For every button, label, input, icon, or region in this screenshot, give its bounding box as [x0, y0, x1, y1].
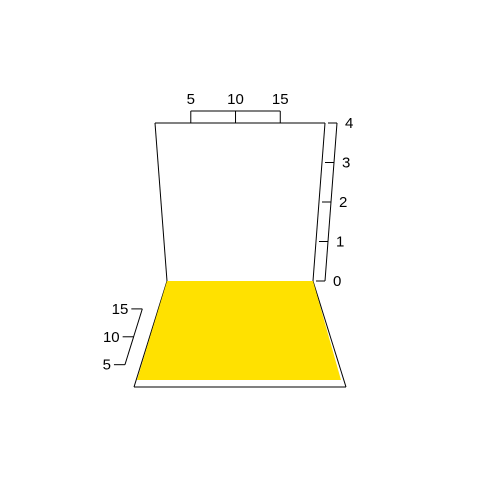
- y-tick-label: 10: [103, 329, 120, 346]
- x-tick-label: 5: [187, 91, 195, 108]
- box-frame: [133, 122, 347, 388]
- box-edge-floor-right: [312, 280, 347, 388]
- x-tick-label: 10: [227, 91, 244, 108]
- box-edge-back-right: [312, 122, 326, 282]
- x-tick-label: 15: [272, 91, 289, 108]
- x-axis: 5 10 15: [187, 91, 289, 123]
- y-axis: 5 10 15: [103, 301, 143, 374]
- y-tick-label: 15: [112, 301, 129, 318]
- box-edge-floor-left: [133, 280, 168, 388]
- box-edge-back-left: [154, 122, 168, 282]
- z-tick-label: 1: [336, 234, 344, 251]
- z-tick-label: 0: [333, 273, 341, 290]
- z-tick-label: 2: [339, 194, 347, 211]
- surface-plane: [137, 281, 341, 380]
- z-tick-label: 3: [342, 155, 350, 172]
- y-tick-label: 5: [103, 357, 111, 374]
- z-tick-label: 4: [345, 115, 353, 132]
- z-axis: 0 1 2 3 4: [316, 115, 353, 290]
